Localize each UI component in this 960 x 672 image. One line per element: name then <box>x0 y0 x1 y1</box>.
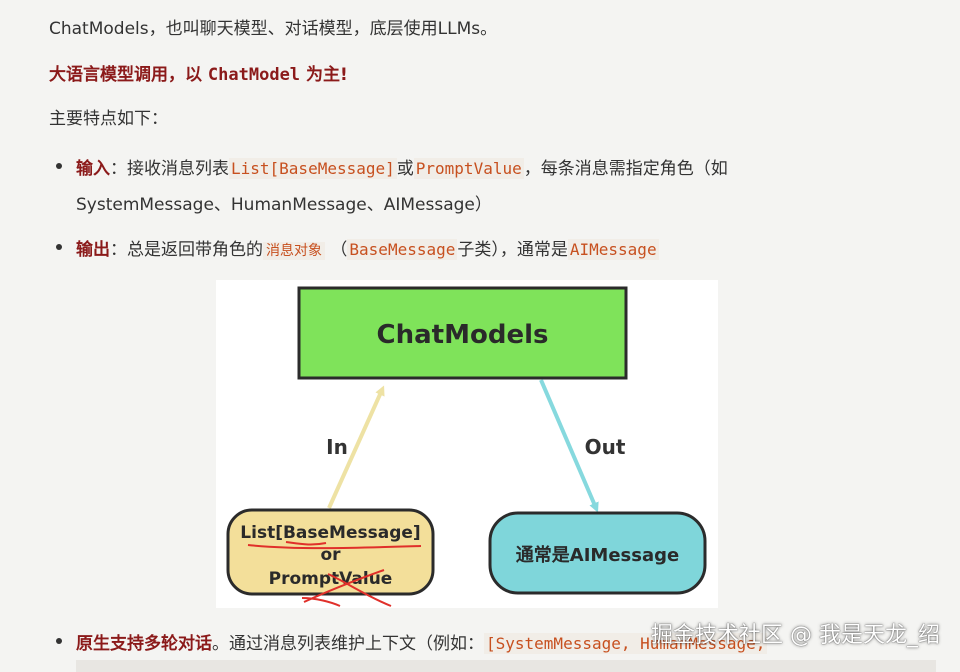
inline-code: [SystemMessage, HumanMessage, <box>484 633 768 654</box>
output-box <box>488 511 707 595</box>
list-item-input-continued: SystemMessage、HumanMessage、AIMessage） <box>76 195 492 215</box>
list-item-multiturn: 原生支持多轮对话。通过消息列表维护上下文（例如：[SystemMessage, … <box>76 633 768 654</box>
in-label: In <box>326 435 348 459</box>
chatmodels-box-label: ChatModels <box>377 320 549 350</box>
red-underline-mark <box>247 544 422 550</box>
inline-code: AIMessage <box>567 239 659 260</box>
red-cross-mark <box>327 573 392 607</box>
bullet-dot <box>56 638 62 644</box>
inline-code: List[BaseMessage] <box>229 158 397 179</box>
bullet-dot <box>56 163 62 169</box>
cut-off-line <box>76 660 936 672</box>
bullet-dot <box>56 244 62 250</box>
bold-statement: 大语言模型调用，以 ChatModel 为主! <box>49 65 348 85</box>
input-box-line2: or <box>320 545 341 565</box>
output-box-label: 通常是AIMessage <box>516 544 679 566</box>
input-box-line3: PromptValue <box>269 569 393 589</box>
inline-code: PromptValue <box>413 158 524 179</box>
chatmodels-box <box>297 286 628 380</box>
input-box-line1: List[BaseMessage] <box>240 523 420 543</box>
red-cross-mark <box>301 597 341 607</box>
out-label: Out <box>585 435 626 459</box>
out-arrow <box>539 379 599 513</box>
inline-code: 消息对象 <box>263 242 325 260</box>
diagram-svg: ChatModels In Out List[BaseMessage] or P… <box>226 286 707 607</box>
features-heading: 主要特点如下： <box>49 109 168 129</box>
red-underline-mark <box>285 541 327 546</box>
intro-line: ChatModels，也叫聊天模型、对话模型，底层使用LLMs。 <box>49 19 498 39</box>
watermark: 掘金技术社区 @ 我是天龙_绍 <box>651 623 940 648</box>
inline-code: BaseMessage <box>347 239 458 260</box>
chatmodels-diagram: ChatModels In Out List[BaseMessage] or P… <box>216 280 718 608</box>
in-arrow <box>327 385 385 509</box>
input-box <box>226 508 435 596</box>
